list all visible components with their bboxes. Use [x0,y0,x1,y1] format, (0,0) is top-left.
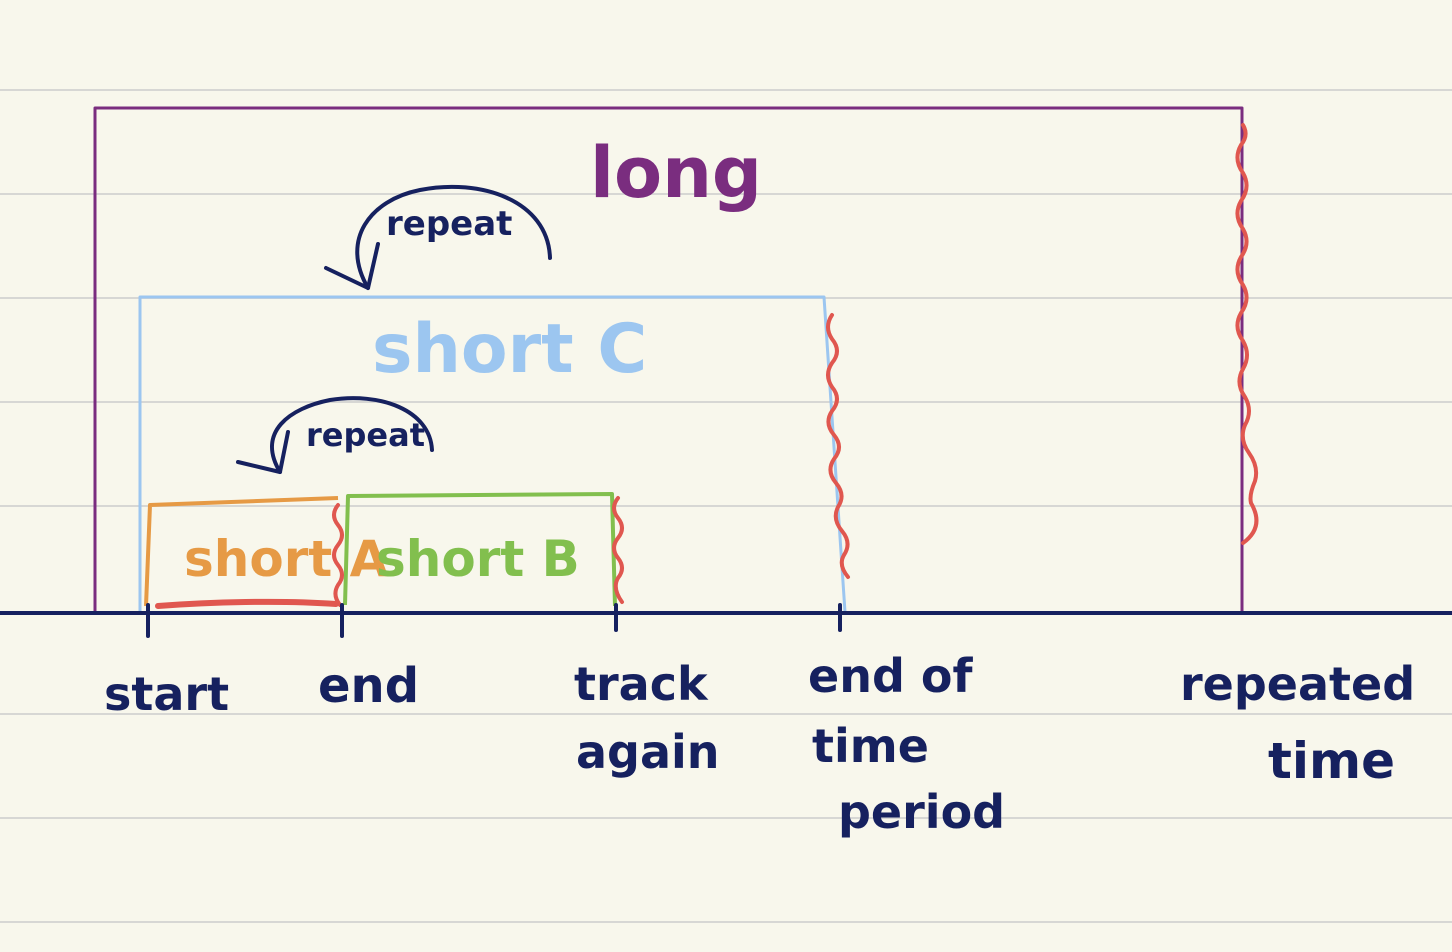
label-again: again [576,725,720,779]
label-period: period [838,785,1005,839]
axis-ticks [146,603,842,638]
label-time: time [812,719,929,773]
label-end-of: end of [808,649,973,703]
repeat-arrow-bottom [236,396,434,474]
repeat-arrow-top [324,184,552,290]
ruled-lines [0,89,1452,923]
label-end: end [318,658,419,714]
short-c-label: short C [372,310,647,389]
short-a-underline [155,598,339,609]
repeat-label-top: repeat [386,204,512,244]
short-b-label: short B [376,530,580,588]
repeat-label-bottom: repeat [306,416,425,454]
cutoff-lines [332,123,1259,607]
short-c-box [138,295,847,613]
short-a-label: short A [184,530,389,588]
label-track: track [574,657,709,711]
long-label: long [590,132,762,214]
short-a-box [144,496,339,607]
long-box [93,106,1244,612]
label-repeated-time: time [1268,732,1395,790]
label-repeated: repeated [1180,657,1415,711]
label-start: start [104,667,229,721]
